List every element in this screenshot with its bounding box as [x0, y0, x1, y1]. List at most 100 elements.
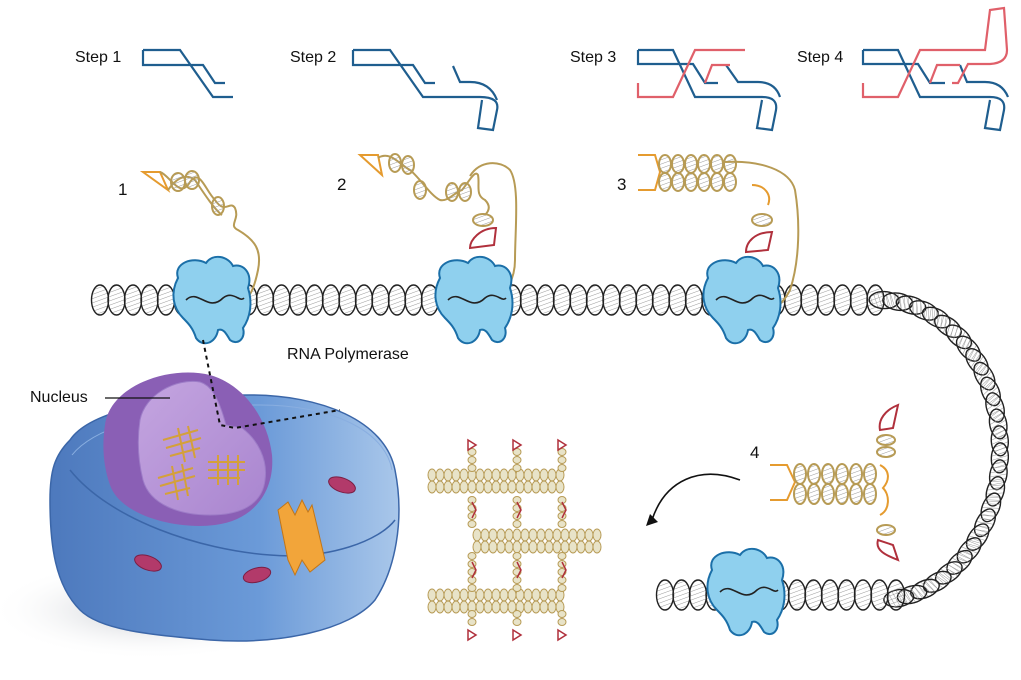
lattice-helix-turn: [472, 528, 482, 542]
stage-3-number: 3: [617, 175, 627, 194]
step-3-label: Step 3: [570, 49, 617, 66]
dna-helix-turn: [404, 284, 423, 316]
dna-helix-turn: [321, 284, 341, 316]
lattice-loop: [516, 561, 522, 579]
lattice-helix-turn: [544, 540, 554, 554]
lattice-helix-turn: [443, 600, 453, 614]
lattice-helix-turn: [483, 588, 493, 602]
lattice-helix-turn: [557, 448, 567, 456]
rna-helix-turn: [793, 463, 807, 485]
nucleus-dna-grids: [157, 425, 245, 501]
dna-helix-turn: [618, 284, 638, 316]
lattice-loop: [561, 561, 567, 579]
step-4-diagram: [861, 6, 1010, 132]
lattice-helix-turn: [512, 540, 522, 554]
lattice-helix-turn: [443, 480, 453, 494]
lattice-helix-turn: [547, 588, 557, 602]
stage-2-number: 2: [337, 175, 347, 194]
lattice-loop-end: [557, 438, 568, 452]
stage-1-number: 1: [118, 180, 128, 199]
lattice-helix-turn: [459, 468, 469, 482]
rna-helix-turn: [849, 483, 863, 505]
lattice-helix-turn: [507, 480, 517, 494]
lattice-helix-turn: [557, 610, 567, 618]
lattice-helix-turn: [491, 480, 501, 494]
step-3-diagram: [636, 48, 782, 132]
lattice-helix-turn: [483, 600, 493, 614]
lattice-helix-turn: [435, 588, 445, 602]
step-1-label: Step 1: [75, 49, 122, 66]
dna-helix-turn: [837, 579, 856, 611]
lattice-helix-turn: [547, 480, 557, 494]
lattice-helix-turn: [467, 610, 477, 618]
rna-helix-turn: [821, 483, 835, 505]
lattice-helix-turn: [544, 528, 554, 542]
dna-helix-turn: [651, 284, 671, 316]
rna-helix-turn: [835, 483, 849, 505]
lattice-helix-turn: [451, 588, 461, 602]
rna-helix-turn: [807, 483, 821, 505]
lattice-helix-turn: [467, 456, 477, 464]
lattice-helix-turn: [557, 456, 567, 464]
lattice-helix-turn: [467, 448, 477, 456]
step-2-diagram: [351, 48, 499, 132]
lattice-helix-turn: [427, 600, 437, 614]
lattice-helix-turn: [539, 588, 549, 602]
lattice-helix-turn: [552, 540, 562, 554]
rna-polymerase-label: RNA Polymerase: [287, 346, 409, 363]
lattice-helix-turn: [483, 468, 493, 482]
organelle: [328, 476, 356, 494]
lattice-helix-turn: [512, 552, 522, 560]
lattice-helix-turn: [523, 468, 533, 482]
lattice-helix-turn: [451, 468, 461, 482]
lattice-helix-turn: [443, 588, 453, 602]
dna-helix-turn: [833, 284, 852, 316]
lattice-helix-turn: [523, 480, 533, 494]
dna-helix-turn: [519, 284, 539, 316]
dna-in-polymerase: [185, 294, 245, 304]
rna-helix-turn: [697, 172, 711, 192]
rna-polymerase: [172, 255, 252, 345]
lattice-loop: [471, 561, 477, 579]
lattice-loop: [471, 501, 477, 519]
lattice-helix-turn: [512, 610, 522, 618]
rna-transcript-stage-3: [638, 154, 800, 321]
lattice-helix-turn: [427, 588, 437, 602]
lattice-helix-turn: [435, 600, 445, 614]
lattice-helix-turn: [568, 528, 578, 542]
lattice-helix-turn: [576, 528, 586, 542]
lattice-helix-turn: [512, 528, 522, 542]
dna-helix-turn: [354, 284, 374, 316]
lattice-helix-turn: [539, 468, 549, 482]
lattice-helix-turn: [531, 468, 541, 482]
rna-structure-stage-4: [770, 403, 900, 562]
rna-helix-turn: [807, 463, 821, 485]
lattice-helix-turn: [531, 600, 541, 614]
rna-helix-turn: [849, 463, 863, 485]
zoom-indicator-lines: [202, 339, 341, 430]
step-4-label: Step 4: [797, 49, 844, 66]
lattice-helix-turn: [523, 588, 533, 602]
lattice-helix-turn: [467, 464, 477, 472]
lattice-helix-turn: [552, 528, 562, 542]
rna-helix-turn: [863, 483, 877, 505]
rna-polymerase-body: [434, 255, 514, 345]
nucleus-label: Nucleus: [30, 389, 88, 406]
lattice-loop: [561, 501, 567, 519]
dna-helix-turn: [371, 284, 390, 316]
lattice-helix-turn: [435, 480, 445, 494]
rna-polymerase: [702, 255, 782, 345]
lattice-helix-turn: [547, 468, 557, 482]
lattice-helix-turn: [504, 528, 514, 542]
lattice-helix-turn: [467, 520, 477, 528]
rna-polymerase-body: [706, 547, 786, 637]
rna-polymerase-body: [172, 255, 252, 345]
dna-helix-turn: [387, 284, 407, 316]
lattice-helix-turn: [515, 480, 525, 494]
dna-helix-turn: [288, 284, 308, 316]
dna-helix-turn: [123, 284, 143, 316]
lattice-helix-turn: [496, 528, 506, 542]
dna-helix-turn: [668, 284, 687, 316]
lattice-helix-turn: [467, 480, 477, 494]
dna-helix-turn: [569, 284, 588, 316]
